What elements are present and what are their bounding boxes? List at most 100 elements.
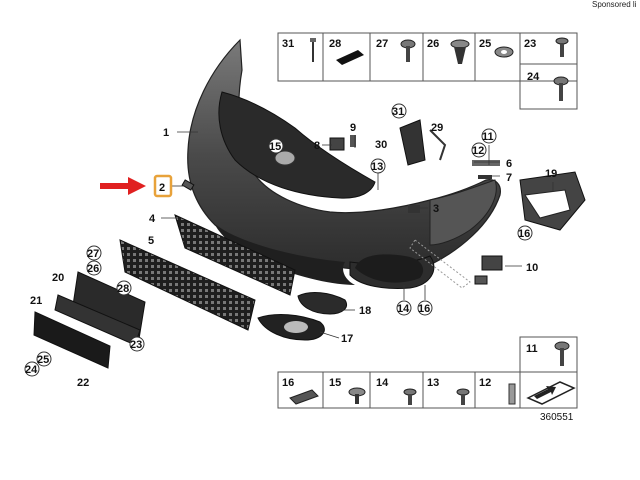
callout-2: 2	[159, 182, 165, 194]
tow-hook-cover[interactable]	[181, 179, 195, 191]
wire-mount[interactable]	[429, 129, 447, 161]
screw-icon	[400, 39, 416, 62]
part-cell-28[interactable]: 28	[329, 38, 364, 65]
callout-30: 30	[375, 139, 387, 151]
expanding-rivet-icon	[348, 387, 366, 404]
callout-28: 28	[117, 283, 129, 295]
part-cell-24[interactable]: 24	[527, 71, 569, 101]
callout-19: 19	[545, 168, 557, 180]
callout-16b-bubble: 16	[517, 225, 533, 241]
callout-14-bubble: 14	[396, 300, 412, 316]
lower-grille-insert[interactable]	[119, 239, 256, 331]
callout-25: 25	[37, 354, 49, 366]
license-plate-bracket-lower[interactable]	[33, 311, 111, 369]
top-grid-frame	[277, 32, 578, 82]
callout-17: 17	[341, 333, 353, 345]
part-number-label: 26	[427, 38, 439, 50]
callout-2-highlight[interactable]: 2	[153, 174, 173, 198]
part-cell-arrow-plate[interactable]	[526, 381, 576, 405]
callout-11: 11	[482, 131, 494, 143]
lower-grille[interactable]	[174, 214, 296, 296]
trim-clip-7[interactable]	[478, 175, 492, 179]
highlight-box	[153, 174, 173, 198]
leader-lines	[161, 131, 554, 339]
callout-25-bubble: 25	[36, 351, 52, 367]
callout-15-bubble: 15	[268, 138, 284, 154]
callout-3: 3	[433, 203, 439, 215]
callout-7: 7	[506, 172, 512, 184]
callout-26-bubble: 26	[86, 260, 102, 276]
push-clip-icon	[508, 383, 516, 405]
callout-11-bubble: 11	[481, 128, 497, 144]
bumper-bracket-right[interactable]	[519, 171, 586, 231]
clip-pin-icon	[310, 38, 316, 62]
foam-pad-icon	[336, 50, 364, 65]
red-pointer-arrow	[100, 177, 146, 195]
clip-9[interactable]	[350, 135, 356, 147]
screw-icon	[553, 76, 569, 101]
part-cell-23[interactable]: 23	[524, 37, 569, 57]
part-number-label: 25	[479, 38, 491, 50]
callout-16a-bubble: 16	[417, 300, 433, 316]
callout-16: 16	[518, 228, 530, 240]
part-number-label: 24	[527, 71, 540, 83]
callout-27-bubble: 27	[86, 245, 102, 261]
part-cell-27[interactable]: 27	[376, 38, 416, 62]
part-number-label: 15	[329, 377, 341, 389]
bottom-parts-grid: 16 15 14 13 12	[277, 336, 578, 409]
callout-24-bubble: 24	[24, 361, 40, 377]
callout-27: 27	[87, 248, 99, 260]
callout-31-bubble: 31	[391, 103, 407, 119]
part-cell-14[interactable]: 14	[376, 377, 417, 405]
part-cell-12[interactable]: 12	[479, 377, 516, 405]
callout-23: 23	[130, 339, 142, 351]
callout-1: 1	[163, 127, 169, 139]
callout-9: 9	[350, 122, 356, 134]
callout-13: 13	[371, 161, 383, 173]
callout-31: 31	[392, 106, 404, 118]
part-number-label: 13	[427, 377, 439, 389]
callout-24: 24	[25, 364, 38, 376]
part-cell-26[interactable]: 26	[427, 38, 470, 64]
emblem-mount	[274, 150, 296, 166]
upper-mounting-bracket[interactable]	[399, 119, 426, 166]
callout-26: 26	[87, 263, 99, 275]
part-number-label: 31	[282, 38, 294, 50]
callout-6: 6	[506, 158, 512, 170]
part-number-label: 11	[526, 343, 538, 355]
callout-20: 20	[52, 272, 64, 284]
part-number-label: 16	[282, 377, 294, 389]
front-bumper-cover[interactable]	[187, 38, 501, 289]
trim-clip-6[interactable]	[472, 160, 500, 166]
callout-18: 18	[359, 305, 371, 317]
part-cell-15[interactable]: 15	[329, 377, 366, 404]
callout-16: 16	[418, 303, 430, 315]
callout-10: 10	[526, 262, 538, 274]
callout-21: 21	[30, 295, 42, 307]
part-cell-13[interactable]: 13	[427, 377, 470, 405]
part-cell-25[interactable]: 25	[479, 38, 514, 58]
callout-labels: 1 2 3 4 5 6 7 8 9 10 11 12 13 14 1	[24, 103, 557, 389]
callout-13-bubble: 13	[370, 158, 386, 174]
callout-15: 15	[269, 141, 281, 153]
sponsored-label: Sponsored li	[592, 0, 637, 9]
callout-5: 5	[148, 235, 154, 247]
arrow-plate-icon	[526, 381, 576, 405]
fog-light-trim-left[interactable]	[297, 292, 347, 315]
callout-14: 14	[397, 303, 410, 315]
diagram-reference-number: 360551	[540, 412, 574, 423]
part-cell-16[interactable]: 16	[282, 377, 319, 405]
mount-bracket-10[interactable]	[474, 255, 503, 285]
fog-light-trim-right[interactable]	[257, 314, 325, 341]
sensor-clip[interactable]	[408, 205, 420, 213]
bracket-icon	[289, 389, 319, 405]
part-number-label: 12	[479, 377, 491, 389]
part-cell-31[interactable]: 31	[282, 38, 316, 62]
bottom-grid-frame	[277, 371, 578, 409]
part-number-label: 14	[376, 377, 389, 389]
part-cell-11[interactable]: 11	[526, 341, 570, 366]
small-bracket-8[interactable]	[329, 137, 345, 151]
washer-icon	[494, 46, 514, 58]
bottom-grid-extra-frame	[519, 336, 578, 373]
